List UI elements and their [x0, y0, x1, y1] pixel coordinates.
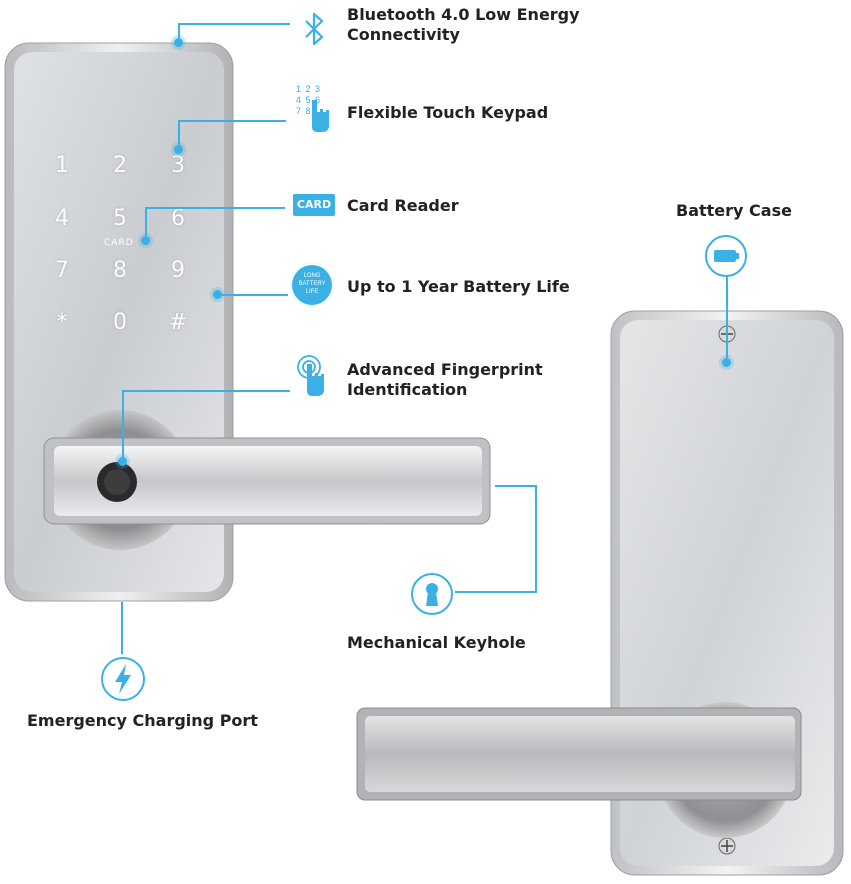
key-5[interactable]: 5 — [113, 206, 127, 231]
battery-life-badge-icon: LONG BATTERY LIFE — [290, 263, 334, 307]
card-mark: CARD — [104, 238, 134, 248]
bluetooth-label-line1: Bluetooth 4.0 Low Energy — [347, 5, 580, 24]
key-3[interactable]: 3 — [171, 153, 185, 178]
battery-life-label: Up to 1 Year Battery Life — [347, 277, 570, 296]
key-hash[interactable]: # — [168, 310, 188, 335]
bluetooth-icon — [305, 12, 324, 46]
fingerprint-label-line2: Identification — [347, 380, 468, 399]
card-reader-label: Card Reader — [347, 196, 459, 215]
badge-text-3: LIFE — [305, 289, 319, 295]
key-8[interactable]: 8 — [113, 258, 127, 283]
fingerprint-label: Advanced Fingerprint Identification — [347, 360, 543, 400]
battery-case-icon — [705, 235, 747, 277]
lightning-icon — [101, 657, 145, 701]
key-6[interactable]: 6 — [171, 206, 185, 231]
key-star[interactable]: * — [56, 310, 68, 335]
key-4[interactable]: 4 — [55, 206, 69, 231]
key-7[interactable]: 7 — [55, 258, 69, 283]
badge-text-2: BATTERY — [298, 281, 326, 287]
finger-press-icon — [312, 100, 329, 132]
keyhole-label: Mechanical Keyhole — [347, 633, 526, 652]
badge-text-1: LONG — [303, 273, 321, 279]
key-1[interactable]: 1 — [55, 153, 69, 178]
keypad-icon-digits-row1: 1 2 3 — [296, 84, 322, 94]
key-9[interactable]: 9 — [171, 258, 185, 283]
keypad-touch-icon: 1 2 3 4 5 6 7 8 — [296, 84, 336, 134]
keyhole-icon — [411, 573, 453, 615]
bluetooth-label-line2: Connectivity — [347, 25, 460, 44]
card-icon-text: CARD — [296, 198, 332, 211]
keypad-icon-digits-row3: 7 8 — [296, 106, 312, 116]
keypad-label: Flexible Touch Keypad — [347, 103, 549, 122]
key-0[interactable]: 0 — [113, 310, 127, 335]
front-handle[interactable] — [40, 410, 500, 560]
keypad-icon-digits-row2: 4 5 6 — [296, 95, 322, 105]
fingerprint-touch-icon — [297, 355, 324, 396]
bluetooth-label: Bluetooth 4.0 Low Energy Connectivity — [347, 5, 580, 45]
card-icon: CARD — [293, 194, 335, 216]
charging-port-label: Emergency Charging Port — [27, 711, 258, 730]
battery-case-label: Battery Case — [676, 201, 792, 220]
back-handle[interactable] — [355, 680, 805, 840]
key-2[interactable]: 2 — [113, 153, 127, 178]
fingerprint-label-line1: Advanced Fingerprint — [347, 360, 543, 379]
